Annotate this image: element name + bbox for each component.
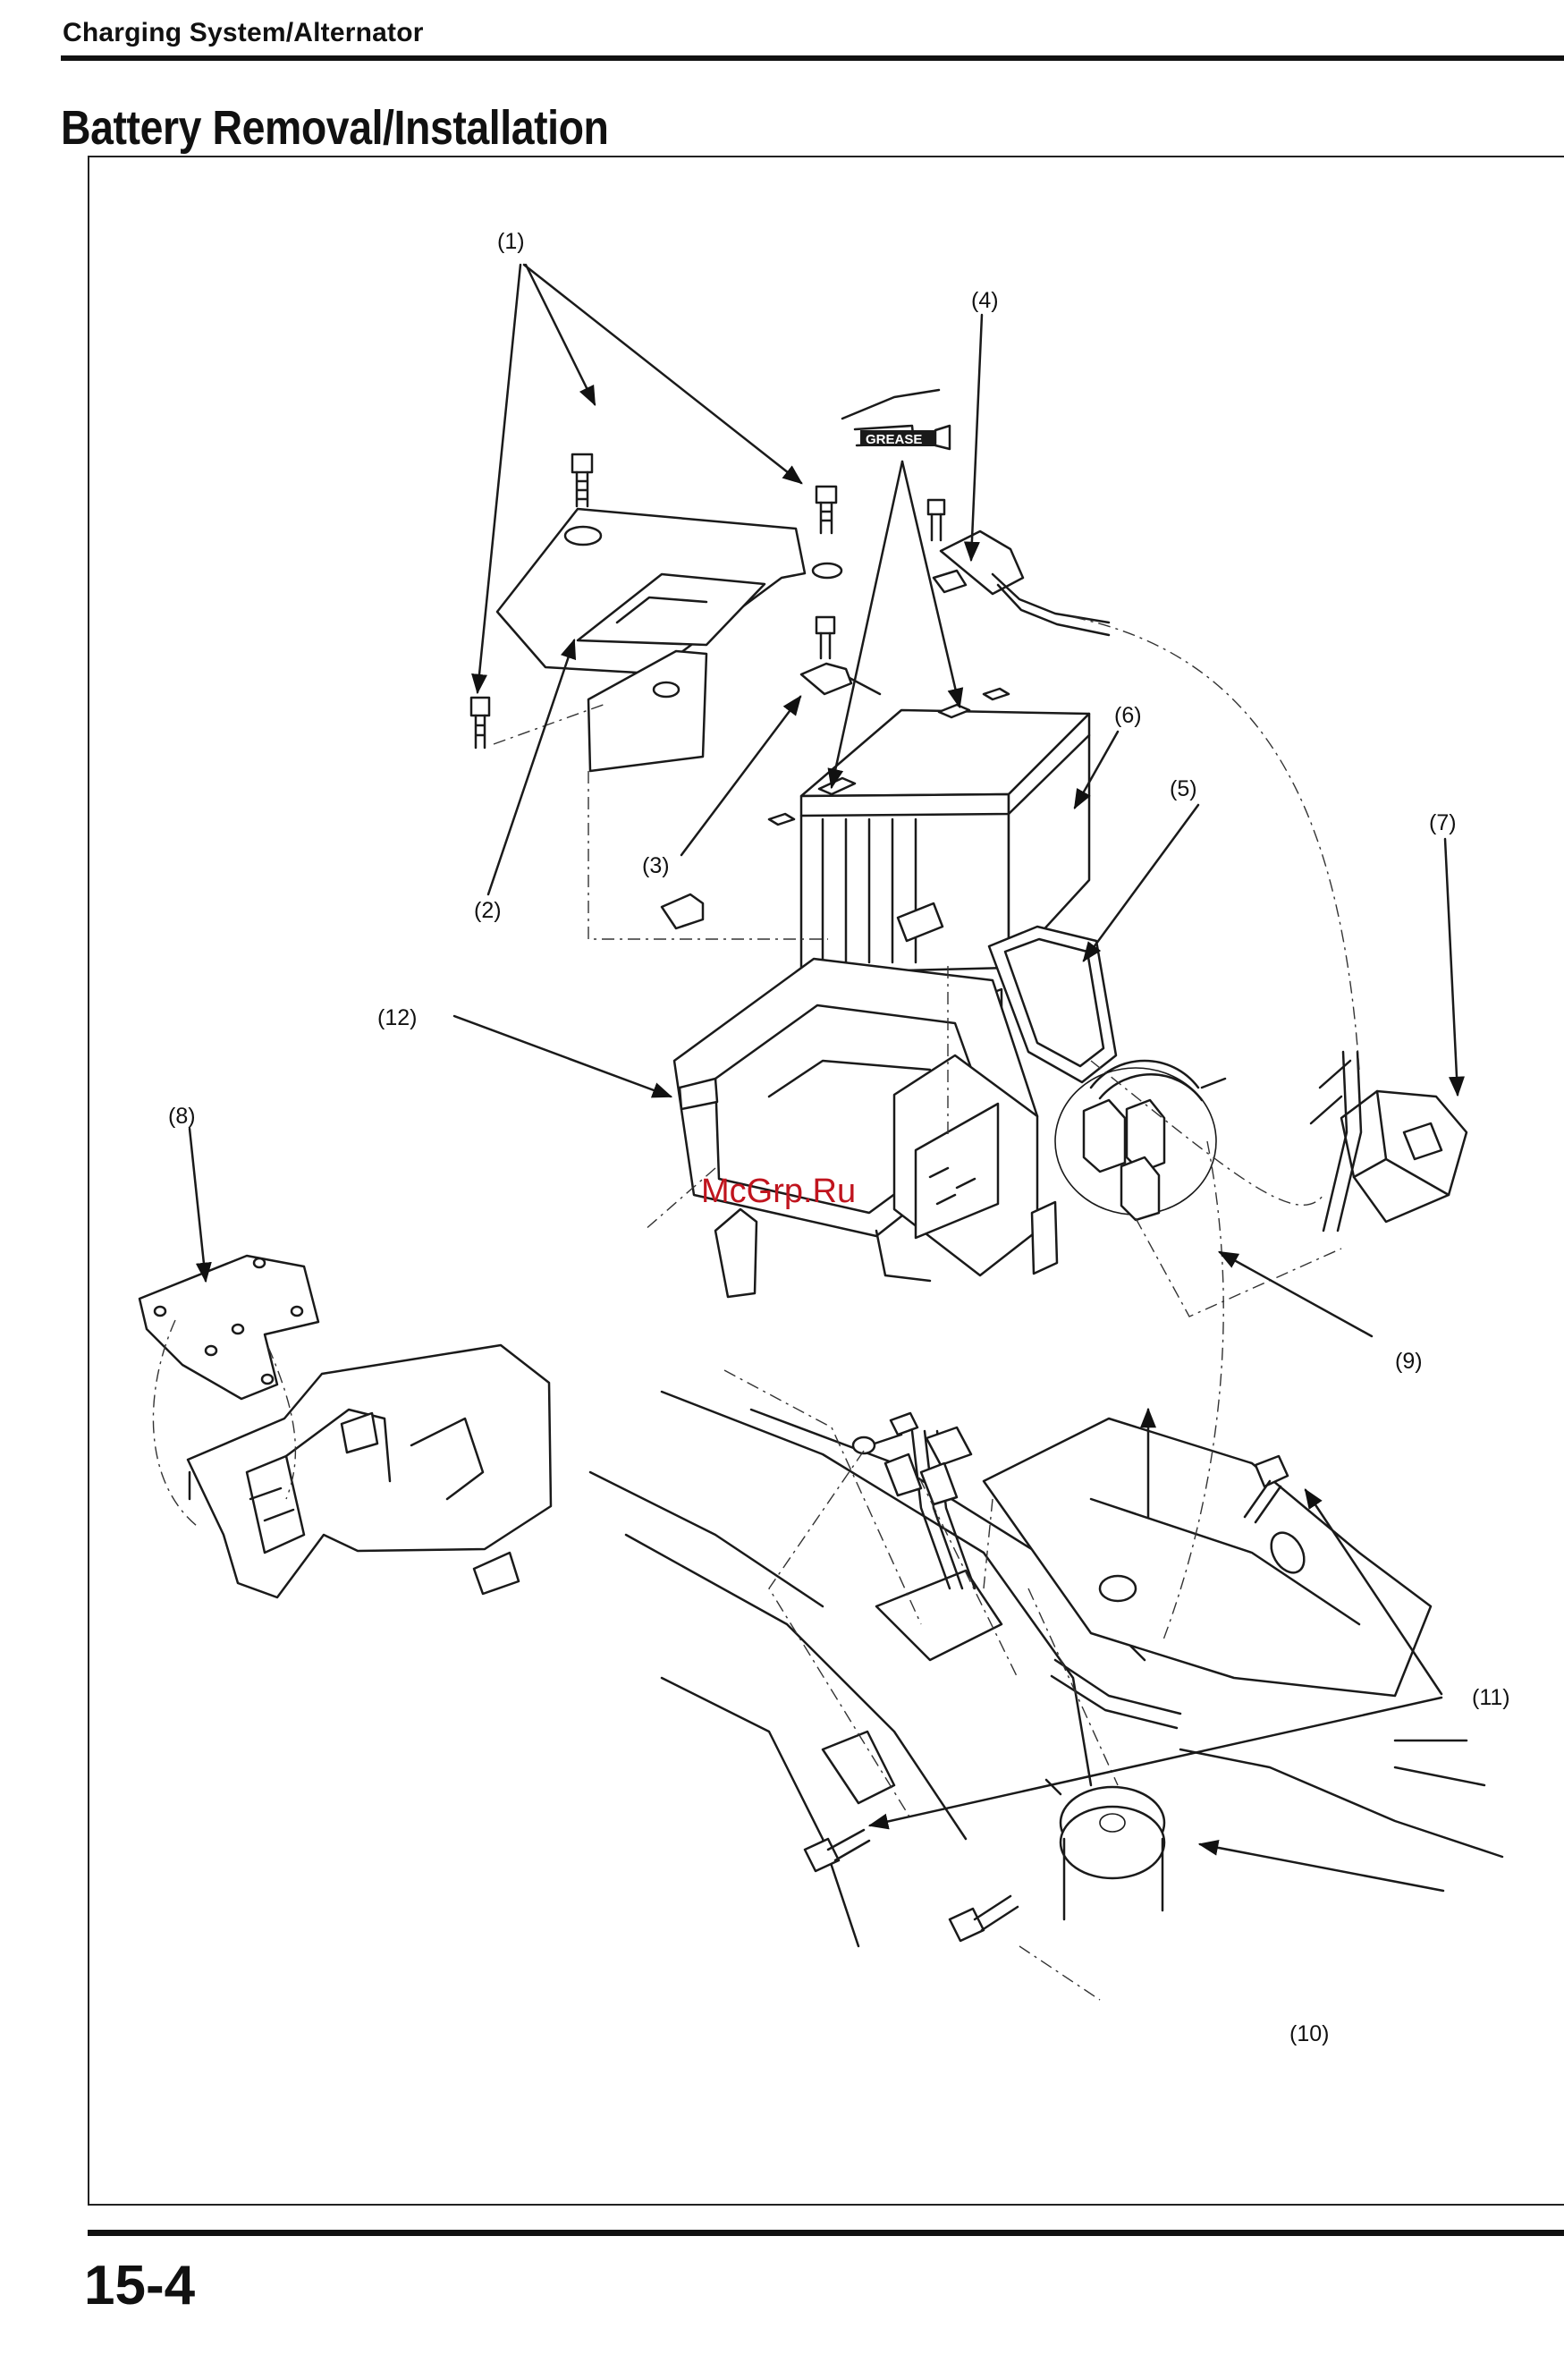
- negative-terminal: [801, 664, 851, 694]
- callout-6: (6): [1114, 703, 1142, 728]
- battery-exploded-diagram: GREASE: [89, 157, 1564, 2204]
- bolt-icon: [816, 487, 836, 533]
- callout-5: (5): [1170, 776, 1197, 801]
- frame-assembly: [590, 1392, 1502, 1946]
- bolt-icon: [572, 454, 592, 506]
- bolt-icon: [471, 698, 489, 748]
- callout-11: (11): [1472, 1685, 1510, 1710]
- bolt-icon: [853, 1413, 917, 1453]
- header-rule: [61, 55, 1564, 61]
- starter-relay-detail: [1055, 1061, 1225, 1220]
- page-number: 15-4: [84, 2254, 195, 2317]
- bracket-plate: [139, 1256, 318, 1399]
- exploded-diagram-frame: GREASE: [88, 156, 1564, 2206]
- fuse-box: [1311, 1052, 1467, 1231]
- watermark: McGrp.Ru: [701, 1173, 856, 1210]
- battery-holder-plate: [497, 509, 841, 771]
- page-title: Battery Removal/Installation: [61, 100, 609, 156]
- callout-9: (9): [1395, 1349, 1423, 1374]
- callout-7: (7): [1429, 810, 1457, 835]
- bolt-icon: [928, 500, 944, 540]
- callout-2: (2): [474, 898, 502, 923]
- bolt-icon: [816, 617, 834, 658]
- callout-10: (10): [1289, 2021, 1329, 2046]
- footer-rule: [88, 2230, 1564, 2236]
- coolant-reservoir-cap: [1046, 1780, 1164, 1919]
- callout-8: (8): [168, 1104, 196, 1129]
- callout-3: (3): [642, 853, 670, 878]
- grease-label: GREASE: [866, 432, 922, 447]
- bolt-icon: [950, 1896, 1018, 1941]
- callout-1: (1): [497, 229, 525, 254]
- callout-4: (4): [971, 288, 999, 313]
- grease-applicator-icon: GREASE: [842, 390, 950, 449]
- section-header: Charging System/Alternator: [63, 18, 424, 48]
- bolt-icon: [805, 1830, 869, 1871]
- callout-12: (12): [377, 1005, 417, 1030]
